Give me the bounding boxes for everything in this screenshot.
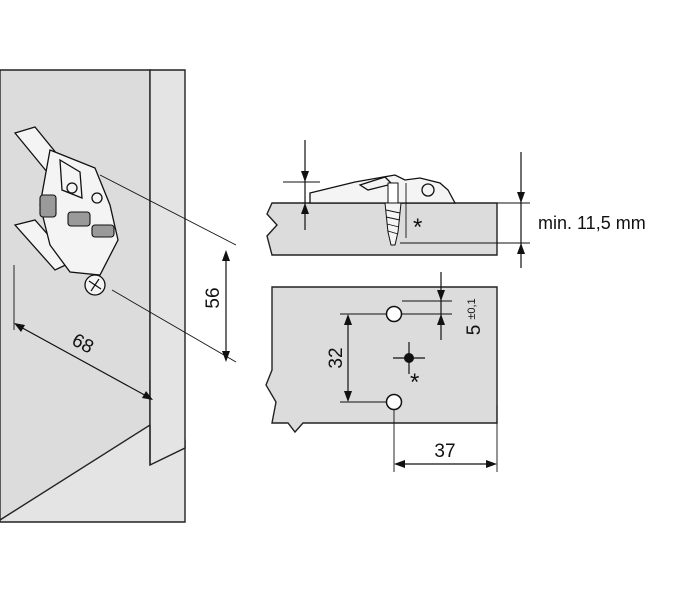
- center-point: [393, 342, 425, 374]
- side-section-view: * min. 11,5 mm: [266, 140, 646, 268]
- top-view-board: [265, 286, 498, 434]
- edge-offset-tolerance-label: ±0,1: [466, 298, 478, 319]
- screw-icon: [384, 182, 407, 246]
- edge-offset-label: 5: [464, 325, 485, 336]
- height-dimension-label: 56: [203, 287, 224, 308]
- perspective-view: 56 68: [0, 69, 237, 523]
- side-view-marker: *: [413, 214, 422, 241]
- drill-hole-top: [385, 305, 403, 323]
- top-view-marker: *: [410, 369, 419, 396]
- side-view-board: [266, 202, 498, 256]
- top-drilling-view: * 32 5 ±0,1 37: [265, 272, 498, 472]
- cabinet-front-edge: [149, 69, 186, 467]
- depth-dimension-label: 37: [434, 441, 455, 462]
- cabinet-bottom-panel: [0, 424, 186, 523]
- mounting-plate: [13, 126, 119, 296]
- min-thickness-label: min. 11,5 mm: [538, 213, 646, 233]
- drill-hole-bottom: [385, 393, 403, 411]
- hole-spacing-label: 32: [326, 347, 347, 368]
